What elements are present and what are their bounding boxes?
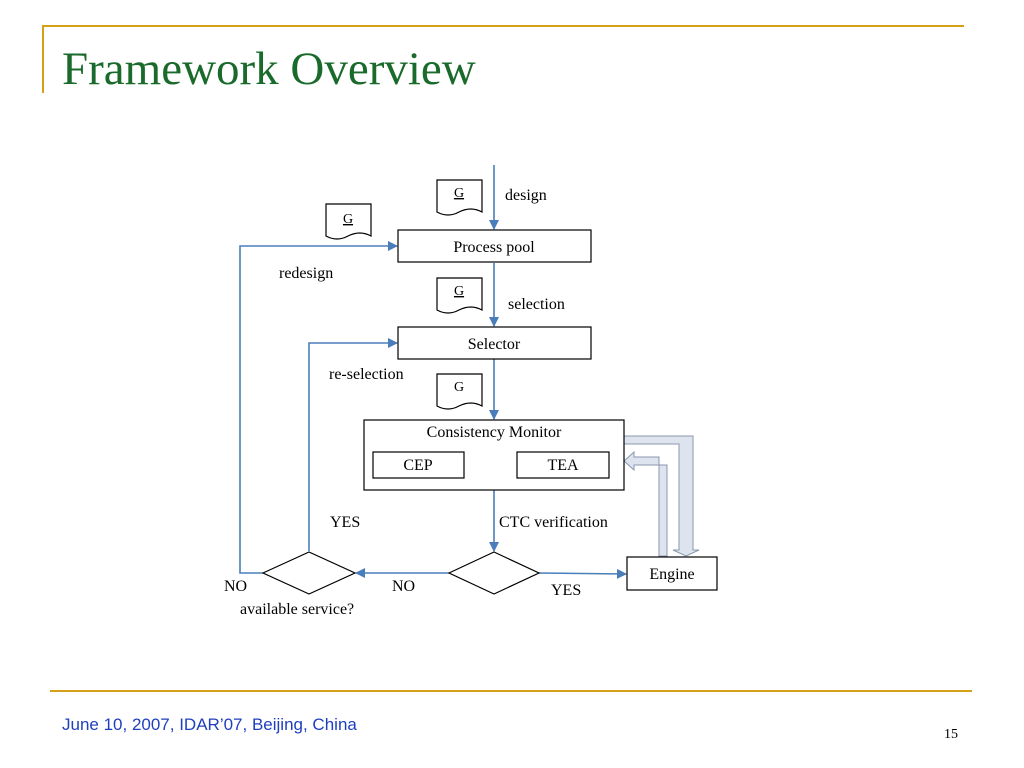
g-document-selection-label: G bbox=[454, 284, 464, 299]
cep-label: CEP bbox=[403, 457, 432, 474]
engine-to-monitor-hollow-arrow bbox=[623, 450, 668, 557]
g-document-design-label: G bbox=[454, 186, 464, 201]
cep-box bbox=[372, 451, 465, 479]
footer-text: June 10, 2007, IDAR’07, Beijing, China bbox=[62, 715, 357, 734]
re-selection-label: re-selection bbox=[329, 366, 404, 383]
tea-box bbox=[516, 451, 610, 479]
yes-left-label: YES bbox=[330, 514, 360, 531]
connectors bbox=[239, 165, 627, 579]
no-left-label: NO bbox=[224, 578, 247, 595]
re-selection-loop-arrow bbox=[308, 338, 398, 551]
redesign-label: redesign bbox=[279, 265, 333, 282]
no-middle-label: NO bbox=[392, 578, 415, 595]
selector-box: Selector bbox=[397, 326, 592, 360]
g-document-monitor: G bbox=[436, 373, 483, 410]
available-service-decision-diamond bbox=[261, 551, 357, 595]
ctc-decision-diamond bbox=[447, 551, 541, 595]
title-accent-vertical bbox=[42, 25, 44, 93]
tea-label: TEA bbox=[547, 457, 579, 474]
g-document-redesign: G bbox=[325, 203, 372, 240]
redesign-loop-arrow bbox=[239, 241, 398, 574]
available-service-label: available service? bbox=[240, 601, 354, 618]
selector-label: Selector bbox=[468, 336, 521, 353]
design-label: design bbox=[505, 187, 547, 204]
engine-box: Engine bbox=[626, 556, 718, 591]
monitor-to-engine-hollow-arrow bbox=[623, 435, 700, 557]
process-pool-label: Process pool bbox=[453, 239, 535, 256]
g-document-monitor-label: G bbox=[454, 380, 464, 395]
ctc-verification-label: CTC verification bbox=[499, 514, 608, 531]
g-document-design: G bbox=[436, 179, 483, 216]
yes-right-label: YES bbox=[551, 582, 581, 599]
consistency-monitor-box: Consistency Monitor CEP TEA bbox=[363, 419, 625, 491]
page-number: 15 bbox=[944, 727, 958, 742]
process-pool-box: Process pool bbox=[397, 229, 592, 263]
g-document-redesign-label: G bbox=[343, 212, 353, 227]
consistency-monitor-label: Consistency Monitor bbox=[427, 424, 562, 441]
g-document-selection: G bbox=[436, 277, 483, 314]
yes-to-engine-arrow bbox=[538, 568, 627, 579]
engine-label: Engine bbox=[649, 566, 694, 583]
slide-title: Framework Overview bbox=[62, 43, 476, 95]
footer-divider bbox=[50, 690, 972, 692]
title-accent-horizontal bbox=[42, 25, 964, 27]
monitor-engine-feedback bbox=[623, 435, 700, 557]
selection-label: selection bbox=[508, 296, 565, 313]
